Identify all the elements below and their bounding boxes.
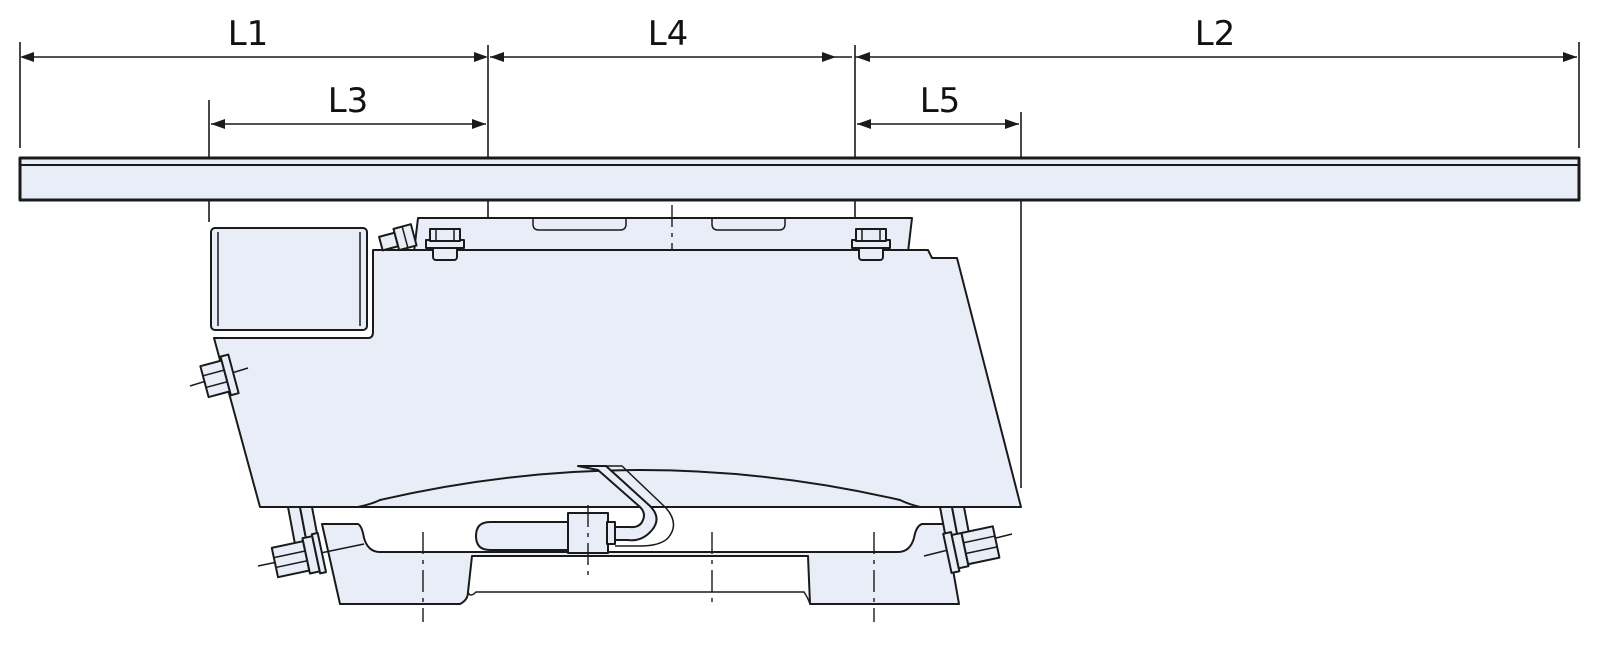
base-block bbox=[321, 465, 960, 622]
label-l5: L5 bbox=[920, 81, 961, 121]
bolt-lower-left bbox=[257, 506, 365, 579]
motor-block bbox=[210, 227, 368, 331]
bolt-carriage-right bbox=[851, 228, 891, 261]
dimension-l1: L1 bbox=[19, 14, 488, 148]
rail bbox=[18, 156, 1581, 202]
bolt-motor bbox=[378, 223, 418, 252]
label-l1: L1 bbox=[228, 14, 269, 54]
bolt-carriage-left bbox=[425, 228, 465, 261]
dimension-l2: L2 bbox=[854, 14, 1580, 250]
bolt-left-side bbox=[189, 353, 249, 399]
dimension-l4: L4 bbox=[487, 14, 852, 250]
label-l3: L3 bbox=[328, 81, 369, 121]
dimension-l3: L3 bbox=[208, 81, 486, 222]
dimension-l5: L5 bbox=[857, 81, 1022, 488]
label-l4: L4 bbox=[648, 14, 689, 54]
bolt-lower-right bbox=[923, 506, 1013, 574]
label-l2: L2 bbox=[1195, 14, 1236, 54]
main-body bbox=[213, 249, 1022, 508]
